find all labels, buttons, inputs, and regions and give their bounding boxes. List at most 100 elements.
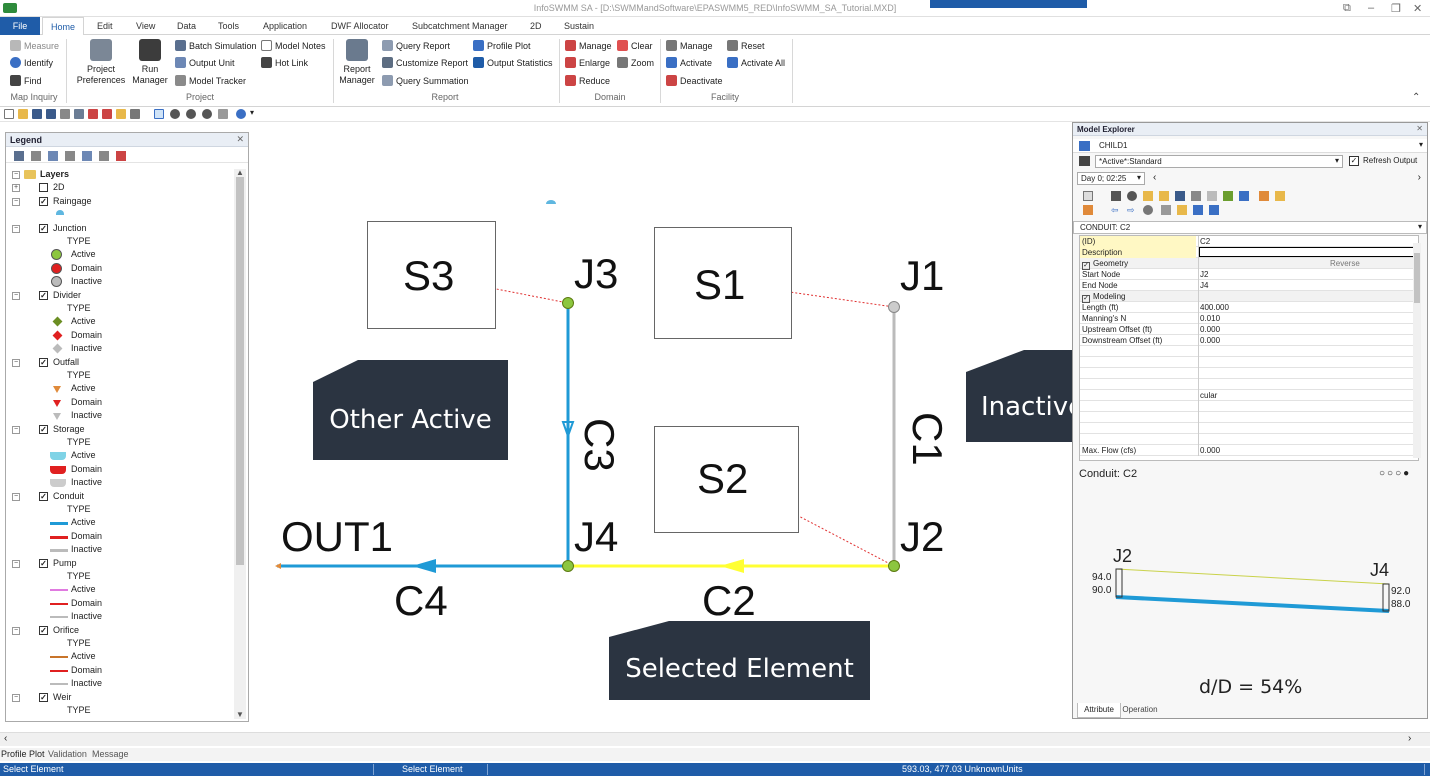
tool-icon[interactable]	[116, 109, 126, 119]
time-select[interactable]: Day 0; 02:25 ▾	[1077, 172, 1145, 185]
legend-scrollbar[interactable]: ▲ ▼	[234, 168, 246, 719]
maximize-icon[interactable]: ❐	[1391, 3, 1401, 15]
grid-row[interactable]: Upstream Offset (ft)0.000	[1080, 324, 1418, 335]
tab-tools[interactable]: Tools	[218, 21, 240, 31]
domain-zoom-button[interactable]: Zoom	[617, 56, 654, 70]
layer-checkbox[interactable]: ✓	[39, 491, 48, 501]
scroll-thumb[interactable]	[236, 177, 244, 565]
grid-value[interactable]: cular	[1200, 391, 1218, 400]
save-as-icon[interactable]	[46, 109, 56, 119]
globe-icon[interactable]	[236, 109, 246, 119]
tab-application[interactable]: Application	[263, 21, 308, 31]
collapse-icon[interactable]: −	[12, 693, 20, 702]
grid-row[interactable]: (ID)C2	[1080, 236, 1418, 247]
tab-operation[interactable]: Operation	[1122, 705, 1158, 714]
raingage-icon[interactable]	[546, 200, 556, 204]
grid-row[interactable]	[1080, 423, 1418, 434]
enlarge-button[interactable]: Enlarge	[565, 56, 610, 70]
open-icon[interactable]	[18, 109, 28, 119]
table-icon[interactable]	[1177, 205, 1187, 215]
junction-j2[interactable]	[888, 560, 900, 572]
tool-icon[interactable]	[1191, 191, 1201, 201]
layer-checkbox[interactable]: ✓	[39, 357, 48, 367]
save-icon[interactable]	[32, 109, 42, 119]
tab-data[interactable]: Data	[177, 21, 197, 31]
layer-checkbox[interactable]: ✓	[39, 424, 48, 434]
map-hscrollbar[interactable]: ‹ ›	[0, 732, 1430, 746]
tool-icon[interactable]	[1161, 205, 1171, 215]
legend-tool-icon[interactable]	[31, 151, 41, 161]
tab-subcatchment-manager[interactable]: Subcatchment Manager	[412, 21, 508, 31]
output-unit-button[interactable]: Output Unit	[175, 56, 235, 70]
junction-j4[interactable]	[562, 560, 574, 572]
tool-icon[interactable]	[1209, 205, 1219, 215]
grid-value[interactable]: J4	[1200, 281, 1209, 290]
grid-row[interactable]: Downstream Offset (ft)0.000	[1080, 335, 1418, 346]
grid-value[interactable]: C2	[1200, 237, 1211, 246]
collapse-icon[interactable]: −	[12, 197, 20, 206]
legend-tool-icon[interactable]	[14, 151, 24, 161]
restore-icon[interactable]: ⧉	[1343, 2, 1351, 14]
legend-row-layer[interactable]: −✓Orifice	[6, 624, 231, 637]
explorer-close-icon[interactable]: ✕	[1416, 124, 1423, 133]
identify-button[interactable]: Identify	[10, 56, 53, 70]
tab-message[interactable]: Message	[92, 749, 129, 759]
collapse-ribbon-icon[interactable]: ⌃	[1412, 92, 1421, 103]
collapse-icon[interactable]: −	[12, 492, 20, 501]
grid-value[interactable]: 0.000	[1200, 446, 1221, 455]
legend-row-layer[interactable]: −✓Conduit	[6, 490, 231, 503]
open-icon[interactable]	[1143, 191, 1153, 201]
batch-simulation-button[interactable]: Batch Simulation	[175, 39, 257, 53]
section-checkbox[interactable]: ✓	[1082, 262, 1090, 270]
save-icon[interactable]	[1175, 191, 1185, 201]
collapse-icon[interactable]: −	[12, 171, 20, 179]
subcatchment-s3[interactable]	[367, 221, 496, 329]
profile-plot-button[interactable]: Profile Plot	[473, 39, 531, 53]
collapse-icon[interactable]: −	[12, 626, 20, 635]
layer-checkbox[interactable]: ✓	[39, 692, 48, 702]
grid-value[interactable]: J2	[1200, 270, 1209, 279]
legend-row-layer[interactable]: −✓Raingage	[6, 195, 231, 208]
arrow-right-icon[interactable]: ⇨	[1127, 205, 1135, 215]
tab-validation[interactable]: Validation	[48, 749, 87, 759]
pan-hand-icon[interactable]	[218, 109, 228, 119]
grid-row[interactable]: Description	[1080, 247, 1418, 258]
tool-icon[interactable]	[88, 109, 98, 119]
page-dots[interactable]: ○○○●	[1379, 468, 1412, 479]
legend-tool-icon[interactable]	[65, 151, 75, 161]
zoom-out-icon[interactable]	[186, 109, 196, 119]
scroll-right-icon[interactable]: ›	[1408, 733, 1412, 744]
tool-icon[interactable]	[1083, 205, 1093, 215]
tool-icon[interactable]	[1111, 191, 1121, 201]
tool-icon[interactable]	[1275, 191, 1285, 201]
collapse-icon[interactable]: −	[12, 559, 20, 568]
find-button[interactable]: Find	[10, 74, 42, 88]
grid-row[interactable]	[1080, 412, 1418, 423]
query-summation-button[interactable]: Query Summation	[382, 74, 469, 88]
collapse-icon[interactable]: −	[12, 224, 20, 233]
model-notes-button[interactable]: Model Notes	[261, 39, 326, 53]
scenario-select[interactable]: CHILD1 ▾	[1073, 139, 1427, 153]
grid-row[interactable]: Max. Flow (cfs)0.000	[1080, 445, 1418, 456]
scroll-down-icon[interactable]: ▼	[236, 710, 244, 719]
tab-sustain[interactable]: Sustain	[564, 21, 595, 31]
reset-button[interactable]: Reset	[727, 39, 765, 53]
grid-value[interactable]: 0.000	[1200, 325, 1221, 334]
measure-button[interactable]: Measure	[10, 39, 59, 53]
expand-icon[interactable]: +	[12, 184, 20, 193]
layer-checkbox[interactable]: ✓	[39, 223, 48, 233]
tool-icon[interactable]	[102, 109, 112, 119]
grid-row[interactable]: ✓Modeling	[1080, 291, 1418, 303]
junction-j1[interactable]	[888, 301, 900, 313]
history-icon[interactable]	[1143, 205, 1153, 215]
tool-icon[interactable]	[1159, 191, 1169, 201]
time-forward-icon[interactable]: ›	[1417, 172, 1421, 183]
grid-row[interactable]: Length (ft)400.000	[1080, 302, 1418, 313]
dropdown-icon[interactable]: ▾	[250, 108, 255, 117]
scroll-thumb[interactable]	[1414, 253, 1420, 303]
legend-row-layer[interactable]: −✓Pump	[6, 557, 231, 570]
zoom-in-icon[interactable]	[170, 109, 180, 119]
